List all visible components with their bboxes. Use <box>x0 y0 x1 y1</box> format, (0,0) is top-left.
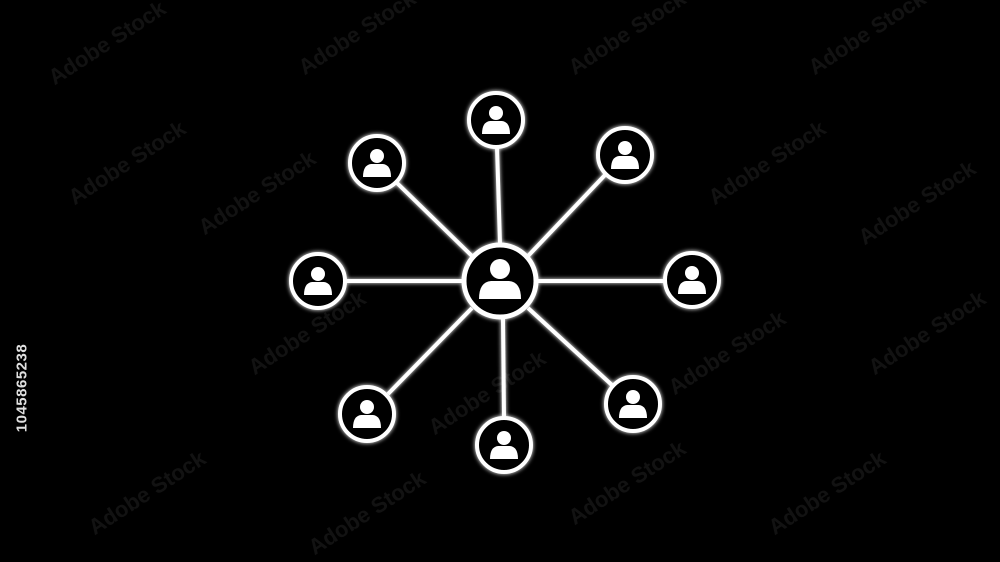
connector-line-bottom-right <box>526 306 615 388</box>
center-person-node <box>461 242 539 320</box>
person-icon <box>619 390 647 418</box>
bottom-right-person-node <box>604 375 662 433</box>
connector-line-top-right <box>526 173 607 258</box>
right-person-node <box>663 251 721 309</box>
person-icon <box>482 106 510 134</box>
top-right-person-node <box>596 126 654 184</box>
connector-line-top-left <box>395 181 474 258</box>
person-icon <box>678 266 706 294</box>
top-person-node <box>467 91 525 149</box>
connector-line-bottom <box>501 317 506 419</box>
connector-line-bottom-left <box>386 306 474 396</box>
stock-id-label: 1045865238 <box>13 343 31 433</box>
person-icon <box>479 259 521 299</box>
person-icon <box>304 267 332 295</box>
bottom-person-node <box>475 416 533 474</box>
left-person-node <box>289 252 347 310</box>
person-icon <box>353 400 381 428</box>
person-icon <box>611 141 639 169</box>
connector-line-top <box>495 146 502 245</box>
person-icon <box>363 149 391 177</box>
bottom-left-person-node <box>338 385 396 443</box>
person-icon <box>490 431 518 459</box>
top-left-person-node <box>348 134 406 192</box>
